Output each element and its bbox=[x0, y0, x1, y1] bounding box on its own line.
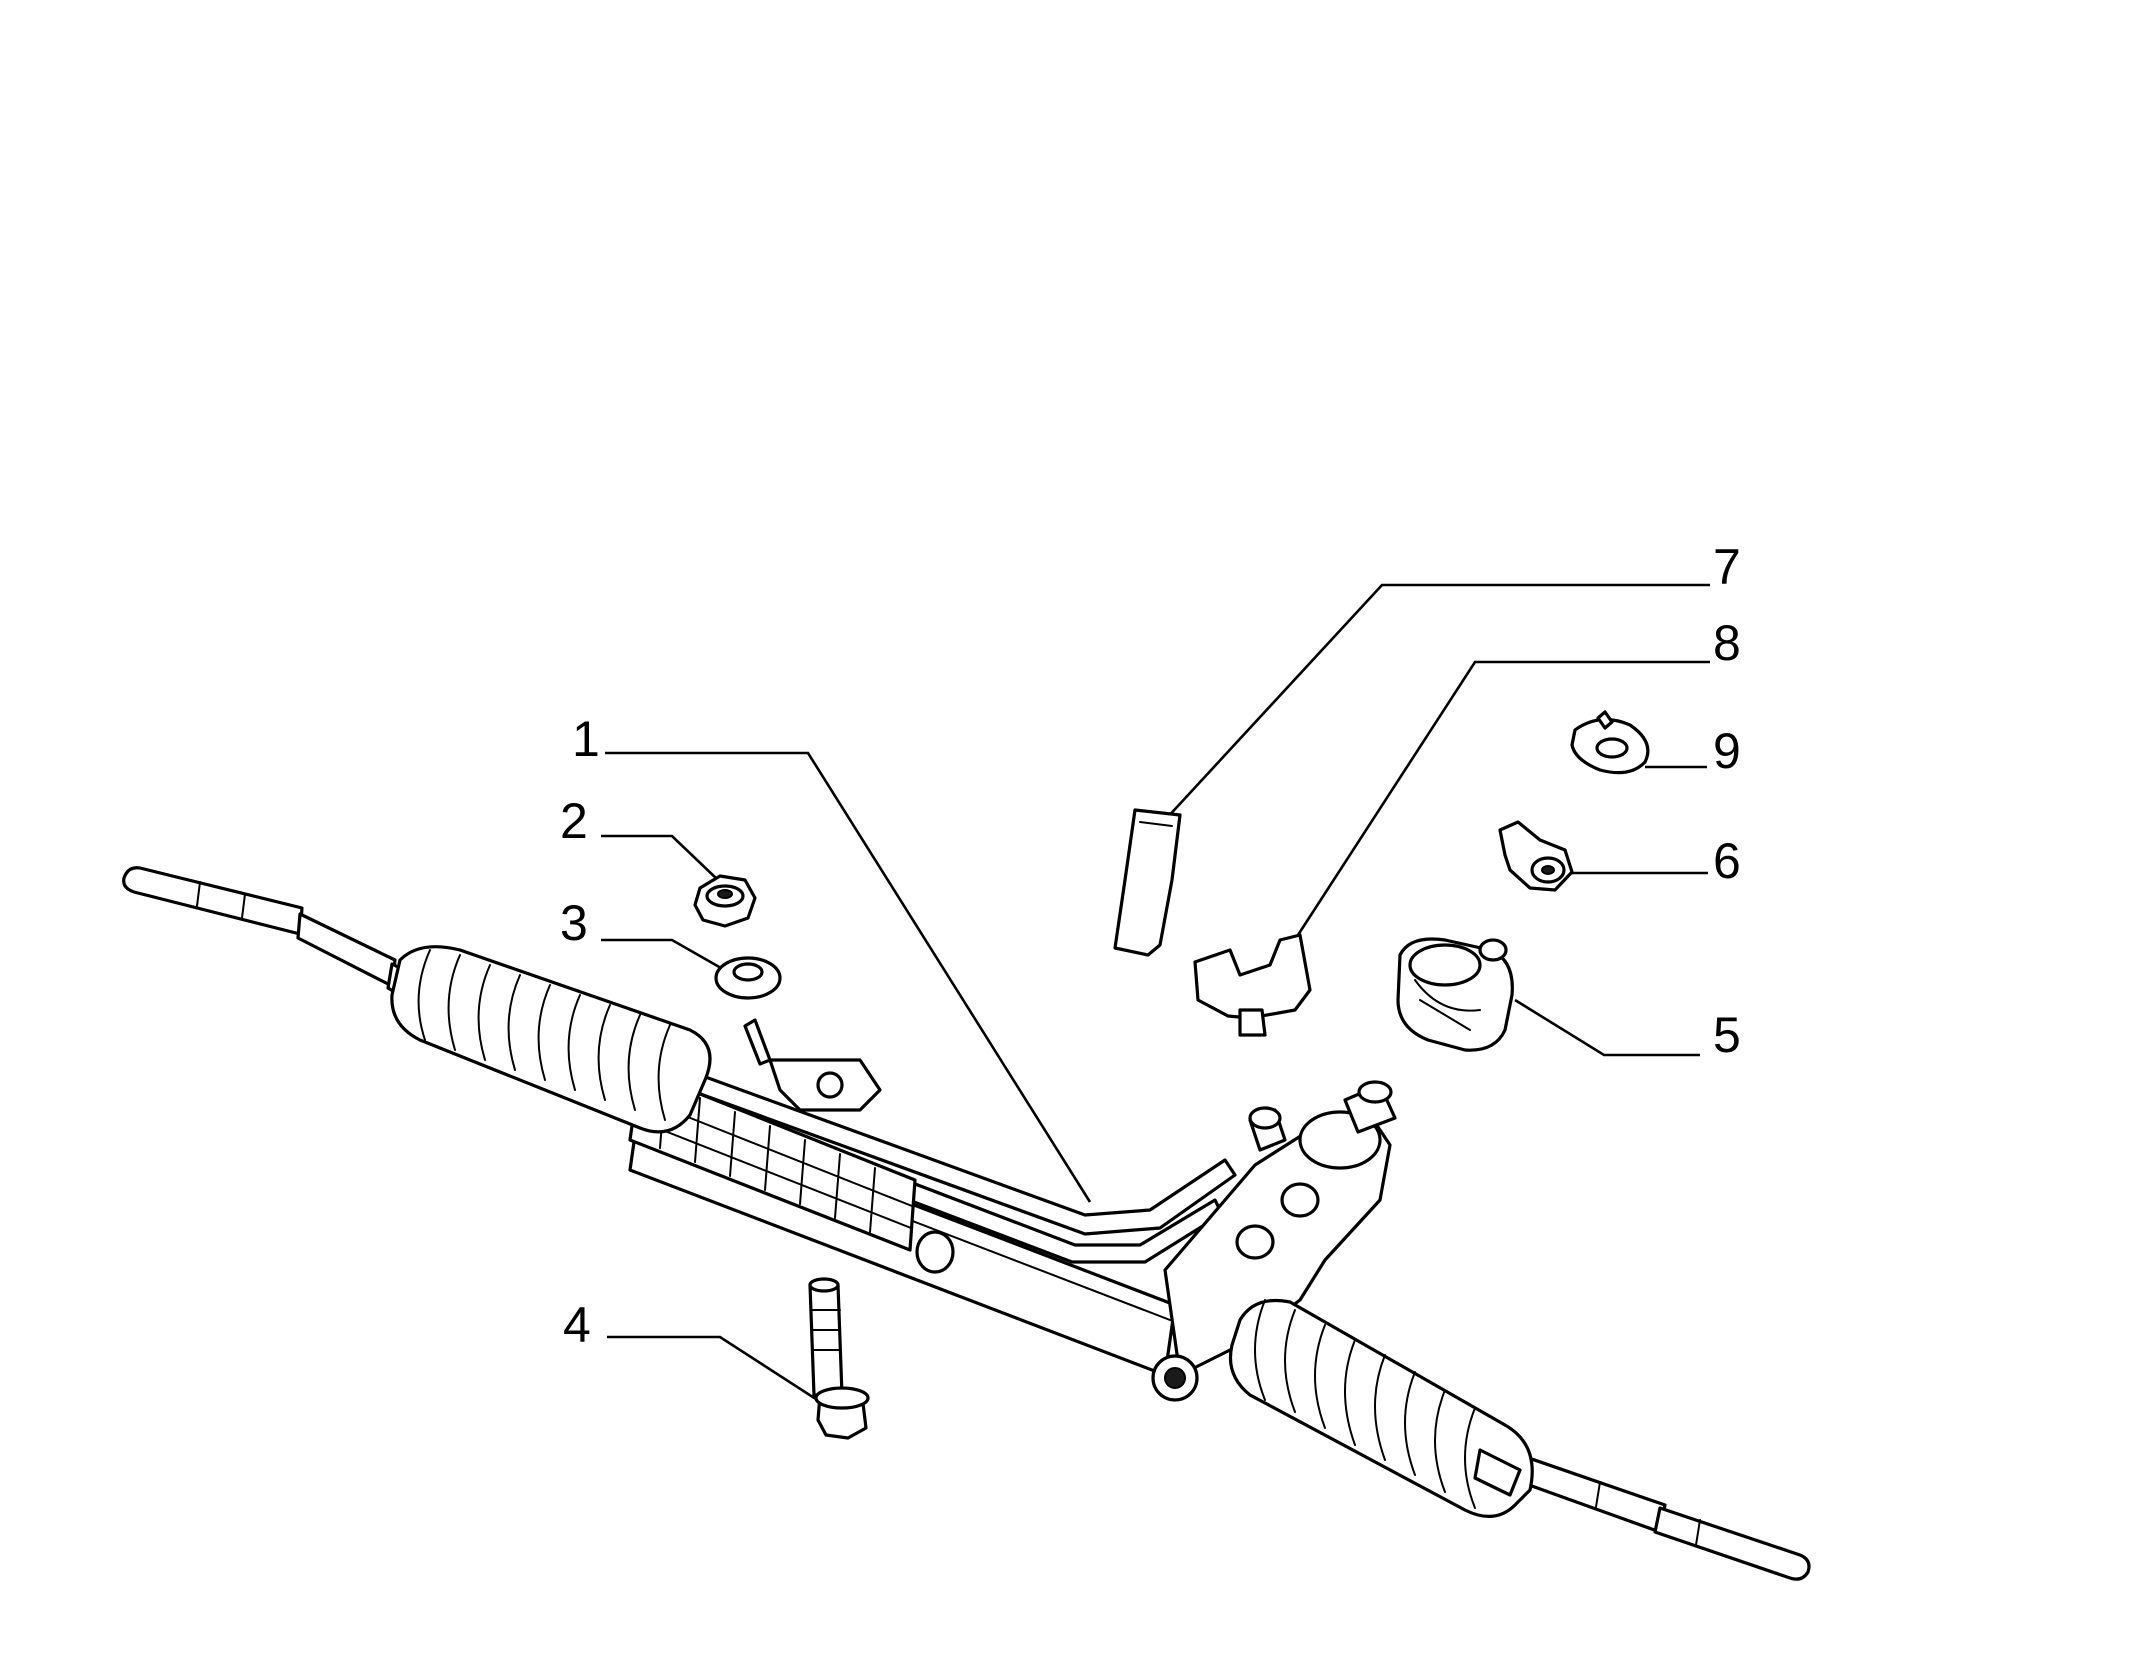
callout-label-8: 8 bbox=[1713, 615, 1741, 671]
right-bellows-boot bbox=[1228, 1298, 1534, 1518]
left-bellows-boot bbox=[390, 945, 712, 1134]
circlip-part-9 bbox=[1570, 710, 1650, 775]
leader-line-2 bbox=[601, 834, 719, 881]
callout-label-9: 9 bbox=[1713, 723, 1741, 779]
bolt-part-4 bbox=[808, 1277, 870, 1440]
leader-line-3 bbox=[601, 938, 729, 974]
right-tie-rod bbox=[1513, 1453, 1811, 1581]
callout-label-7: 7 bbox=[1713, 539, 1741, 595]
washer-part-3 bbox=[714, 956, 782, 1000]
bracket-part-8 bbox=[1193, 933, 1312, 1037]
callout-label-1: 1 bbox=[572, 711, 600, 767]
leader-line-4 bbox=[607, 1335, 823, 1405]
nut-part-2 bbox=[693, 874, 757, 928]
leader-line-8 bbox=[1296, 660, 1710, 936]
strap-part-7 bbox=[1113, 808, 1182, 957]
callout-label-2: 2 bbox=[560, 793, 588, 849]
callout-label-4: 4 bbox=[563, 1297, 591, 1353]
callout-labels: 1 2 3 4 5 6 7 8 9 bbox=[560, 539, 1741, 1353]
leader-line-5 bbox=[1514, 998, 1700, 1057]
bush-part-5 bbox=[1396, 937, 1514, 1052]
steering-rack-assembly bbox=[122, 866, 1811, 1581]
leader-line-1 bbox=[605, 751, 1092, 1203]
callout-label-6: 6 bbox=[1713, 833, 1741, 889]
callout-label-3: 3 bbox=[560, 895, 588, 951]
leader-line-7 bbox=[1164, 583, 1710, 821]
callout-label-5: 5 bbox=[1713, 1007, 1741, 1063]
clip-part-6 bbox=[1498, 820, 1574, 892]
pinion-valve-housing bbox=[1151, 1080, 1397, 1402]
leader-lines bbox=[601, 583, 1710, 1405]
left-tie-rod bbox=[122, 866, 422, 1006]
